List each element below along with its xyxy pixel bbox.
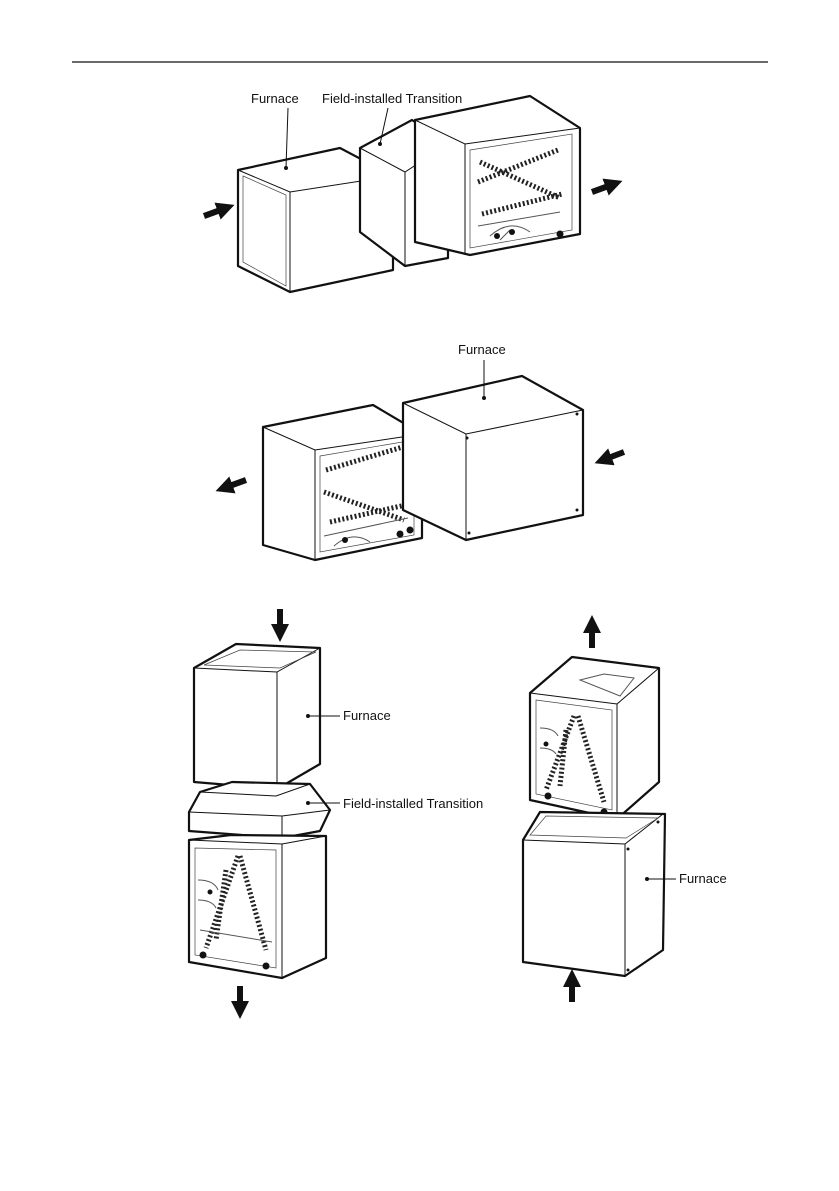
- top-coil-cabinet: [415, 96, 580, 255]
- downflow-furnace-leader-dot: [306, 714, 310, 718]
- upflow-configuration: [523, 624, 676, 1002]
- top-transition-leader-dot: [378, 142, 382, 146]
- downflow-coil-cabinet: [189, 835, 326, 978]
- top-inflow-arrow: [204, 208, 226, 216]
- downflow-configuration: [189, 609, 340, 1010]
- upflow-furnace-cabinet: [523, 812, 665, 976]
- middle-furnace-cabinet: [403, 376, 583, 540]
- downflow-furnace-cabinet: [194, 644, 320, 789]
- upflow-furnace-leader-dot: [645, 877, 649, 881]
- top-configuration: [204, 96, 614, 292]
- middle-furnace-label: Furnace: [458, 342, 506, 357]
- middle-outflow-arrow: [224, 480, 246, 488]
- middle-configuration: [224, 360, 624, 560]
- downflow-transition: [189, 782, 330, 838]
- downflow-transition-leader-dot: [306, 801, 310, 805]
- middle-coil-cabinet: [263, 405, 422, 560]
- top-furnace-label: Furnace: [251, 91, 299, 106]
- downflow-transition-label: Field-installed Transition: [343, 796, 483, 811]
- middle-inflow-arrow: [603, 452, 624, 460]
- downflow-furnace-label: Furnace: [343, 708, 391, 723]
- upflow-coil-cabinet: [530, 657, 659, 819]
- top-furnace-leader-dot: [284, 166, 288, 170]
- top-transition-label: Field-installed Transition: [322, 91, 462, 106]
- middle-furnace-leader-dot: [482, 396, 486, 400]
- upflow-furnace-label: Furnace: [679, 871, 727, 886]
- top-outflow-arrow: [592, 184, 614, 192]
